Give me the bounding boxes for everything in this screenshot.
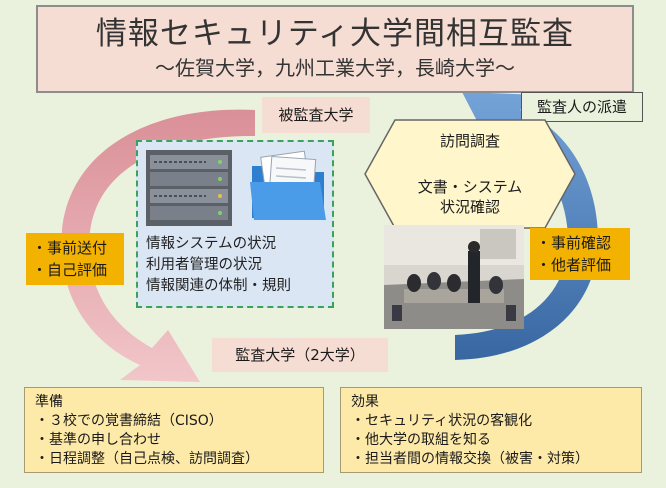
left-action: ・自己評価 — [32, 261, 108, 279]
right-actions-box: ・事前確認 ・他者評価 — [530, 228, 630, 280]
auditor-dispatch-label: 監査人の派遣 — [521, 92, 643, 122]
preparation-heading: 準備 — [35, 394, 63, 410]
audit-items-list: 情報システムの状況 利用者管理の状況 情報関連の体制・規則 — [146, 234, 291, 297]
page-title: 情報セキュリティ大学間相互監査 — [95, 16, 575, 52]
document-folder-icon — [250, 150, 326, 220]
audit-item: 情報関連の体制・規則 — [146, 278, 291, 294]
pink-cycle-arrow — [61, 109, 256, 382]
meeting-photo — [384, 225, 524, 329]
visit-line1: 文書・システム — [417, 178, 523, 196]
server-rack-icon — [146, 150, 232, 226]
title-box: 情報セキュリティ大学間相互監査 ～佐賀大学，九州工業大学，長崎大学～ — [36, 5, 634, 93]
visit-line2: 状況確認 — [439, 198, 500, 216]
effects-line: ・セキュリティ状況の客観化 — [351, 413, 533, 429]
audit-item: 利用者管理の状況 — [146, 257, 262, 273]
left-action: ・事前送付 — [32, 239, 108, 257]
effects-line: ・担当者間の情報交換（被害・対策） — [351, 451, 589, 467]
preparation-box: 準備 ・３校での覚書締結（CISO） ・基準の申し合わせ ・日程調整（自己点検、… — [24, 387, 324, 473]
page-subtitle: ～佐賀大学，九州工業大学，長崎大学～ — [155, 56, 515, 80]
right-action: ・他者評価 — [536, 256, 612, 274]
audit-item: 情報システムの状況 — [146, 236, 277, 252]
visit-title: 訪問調査 — [439, 132, 500, 150]
auditing-university-label: 監査大学（2大学） — [212, 338, 388, 372]
effects-line: ・他大学の取組を知る — [351, 432, 491, 448]
preparation-line: ・基準の申し合わせ — [35, 432, 161, 448]
visit-hexagon-text: 訪問調査 文書・システム 状況確認 — [363, 118, 577, 230]
audited-university-label: 被監査大学 — [262, 97, 370, 133]
preparation-line: ・３校での覚書締結（CISO） — [35, 413, 223, 429]
right-action: ・事前確認 — [536, 234, 612, 252]
audit-items-box: 情報システムの状況 利用者管理の状況 情報関連の体制・規則 — [136, 140, 334, 308]
effects-box: 効果 ・セキュリティ状況の客観化 ・他大学の取組を知る ・担当者間の情報交換（被… — [340, 387, 642, 473]
left-actions-box: ・事前送付 ・自己評価 — [26, 233, 124, 285]
effects-heading: 効果 — [351, 394, 379, 410]
preparation-line: ・日程調整（自己点検、訪問調査） — [35, 451, 259, 467]
